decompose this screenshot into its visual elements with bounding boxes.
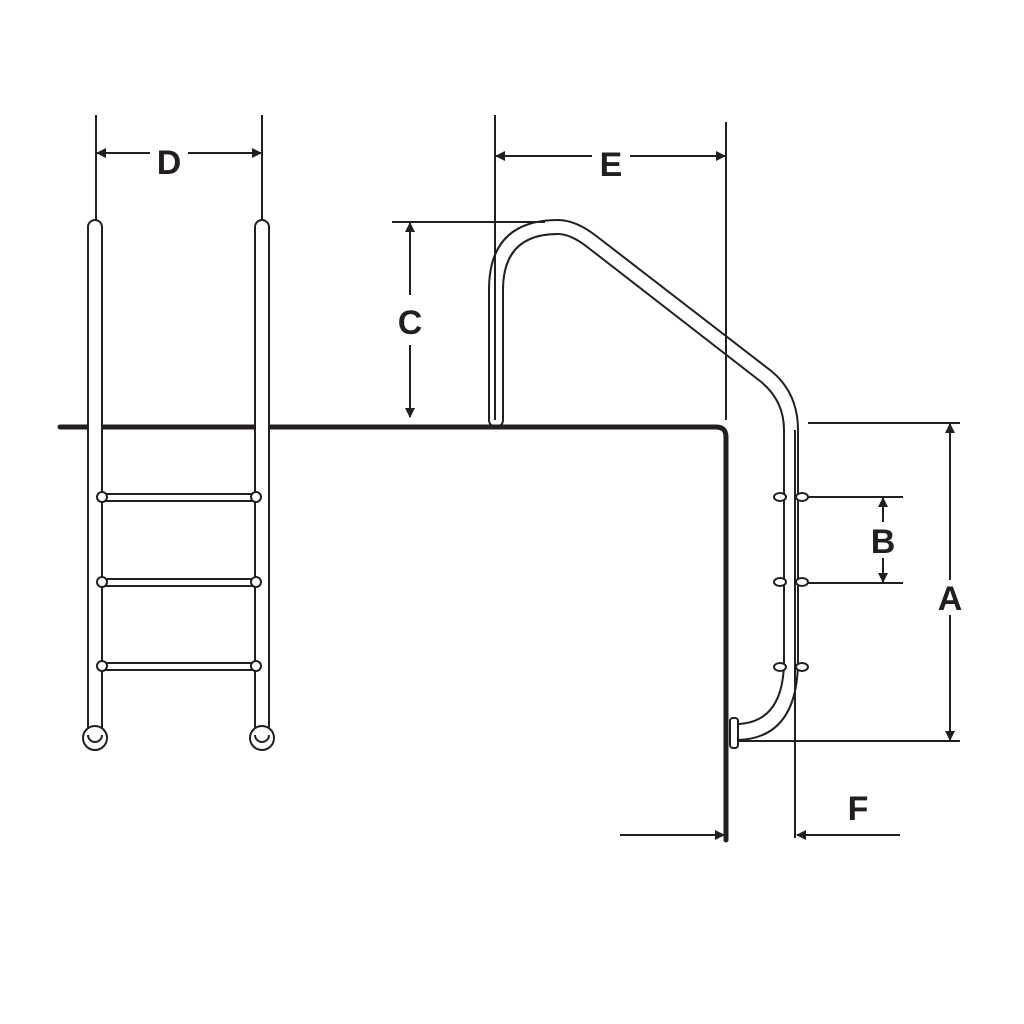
dimension-label-e: E [600, 146, 623, 184]
ladder-rung [96, 660, 262, 672]
dimension-d [95, 115, 263, 220]
dimension-a [738, 422, 960, 742]
dimension-label-a: A [938, 580, 963, 618]
step-marker [773, 577, 809, 587]
step-marker [773, 662, 809, 672]
dimension-e [494, 115, 727, 420]
handrail-side-view [488, 218, 809, 749]
step-marker [773, 492, 809, 502]
ladder-front-view [82, 219, 275, 751]
dimension-label-c: C [398, 304, 423, 342]
ladder-rung [96, 576, 262, 588]
pool-deck-and-wall [57, 424, 729, 843]
dimension-label-d: D [157, 144, 182, 182]
ladder-rung [96, 491, 262, 503]
dimension-label-f: F [848, 790, 869, 828]
dimension-c [392, 221, 545, 418]
dimension-f [620, 430, 900, 840]
dimension-b [808, 496, 903, 584]
dimension-label-b: B [871, 523, 896, 561]
